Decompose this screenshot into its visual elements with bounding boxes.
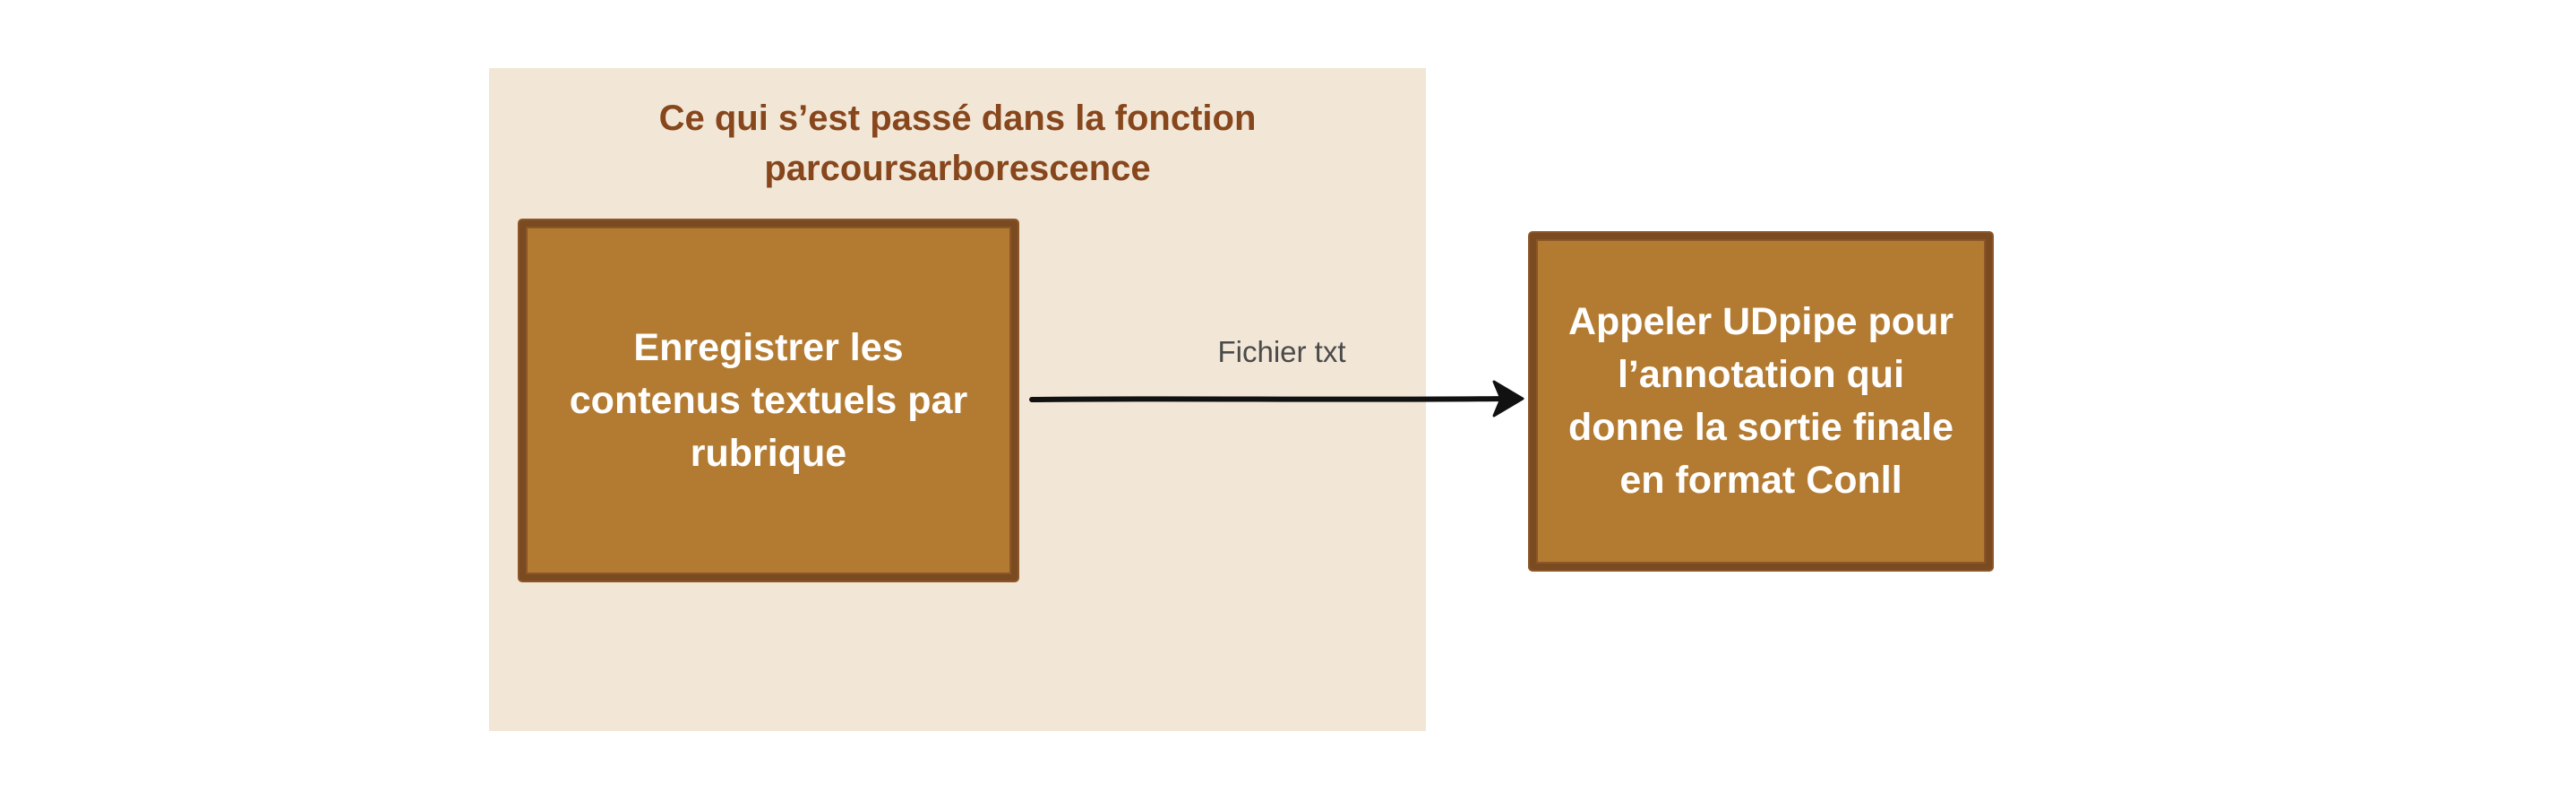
group-title: Ce qui s’est passé dans la fonction parc… <box>489 93 1426 194</box>
node-left-line-1: Enregistrer les <box>633 325 904 369</box>
node-save-text-contents: Enregistrer les contenus textuels par ru… <box>519 220 1018 581</box>
edge-label: Fichier txt <box>1217 335 1346 368</box>
node-right-line-2: l’annotation qui <box>1617 353 1905 396</box>
group-title-line-1: Ce qui s’est passé dans la fonction <box>658 99 1257 138</box>
node-save-text-contents-label: Enregistrer les contenus textuels par ru… <box>570 322 967 480</box>
node-right-line-1: Appeler UDpipe pour <box>1567 300 1954 343</box>
node-call-udpipe-label: Appeler UDpipe pour l’annotation qui don… <box>1568 296 1953 507</box>
node-right-line-4: en format Conll <box>1619 459 1902 502</box>
node-left-line-2: contenus textuels par <box>569 378 968 422</box>
edge-arrowhead-icon <box>1492 380 1524 418</box>
group-title-line-2: parcoursarborescence <box>764 149 1151 188</box>
node-call-udpipe: Appeler UDpipe pour l’annotation qui don… <box>1530 233 1992 570</box>
node-right-line-3: donne la sortie finale <box>1567 406 1954 449</box>
node-left-line-3: rubrique <box>690 431 847 475</box>
